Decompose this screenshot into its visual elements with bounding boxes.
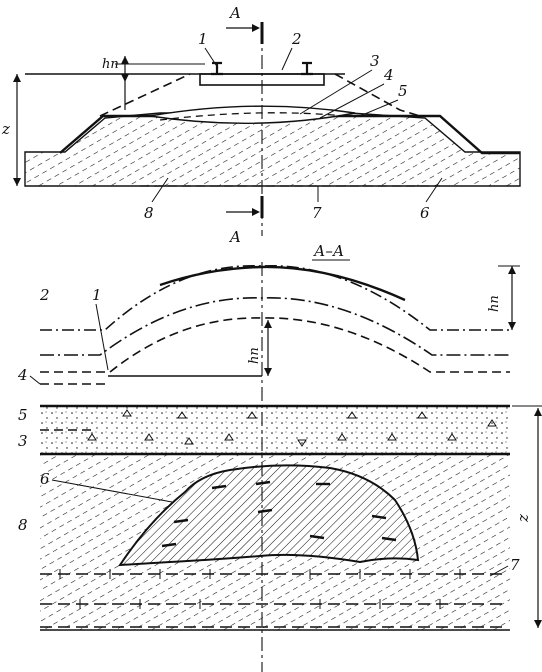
ballast-layer: [40, 406, 510, 454]
leader-1-section: [95, 303, 109, 371]
embankment-outline: [59, 114, 520, 155]
leader-7-section: [489, 565, 509, 577]
callout-8-section: 8: [18, 516, 28, 534]
callout-6-section: 6: [40, 470, 50, 488]
arch-inner-dashed: [40, 317, 510, 373]
heave-lens: [149, 105, 356, 125]
z-arrow-up-bottom: [534, 408, 542, 416]
section-arrowhead-top: [252, 24, 260, 32]
ballast-triangles: [87, 409, 497, 447]
callout-8-top: 8: [144, 204, 154, 222]
arch-middle-dashdot: [40, 297, 510, 356]
leader-2-top: [281, 47, 293, 71]
rail-right: [301, 61, 313, 76]
leader-8-top: [151, 177, 169, 203]
hn-right-arrow-up: [508, 266, 516, 274]
arch-outer-solid: [159, 265, 406, 302]
callout-7-section: 7: [510, 556, 520, 574]
frost-lens-hatch: [120, 465, 418, 565]
embankment-longitudinal-section: hп z A A 1 2 3 4 5 6 7 8: [1, 4, 521, 246]
frost-lines: [40, 573, 505, 628]
hn-center-arrow-down: [264, 368, 272, 376]
hn-center-arrow-up: [264, 320, 272, 328]
hn-label-center: hп: [247, 347, 262, 364]
callout-2-section: 2: [39, 286, 50, 304]
callout-1-section: 1: [92, 286, 102, 304]
callout-3-section: 3: [18, 432, 28, 450]
callout-5-section: 5: [18, 406, 28, 424]
hn-label-top: hп: [102, 57, 119, 72]
section-arrowhead-bottom: [252, 208, 260, 216]
arch-outer-dashdot: [40, 264, 510, 331]
leader-4-top: [319, 83, 385, 119]
callout-7-top: 7: [312, 204, 322, 222]
frost-ticks: [59, 569, 461, 609]
leader-1-top: [204, 47, 219, 69]
section-title: А–А: [313, 242, 344, 260]
section-letter-top: A: [228, 4, 241, 22]
hn-arrow-up: [121, 56, 129, 64]
callout-4-top: 4: [383, 66, 394, 84]
callout-5-top: 5: [398, 82, 408, 100]
leader-4-section: [29, 375, 41, 385]
leader-3-top: [299, 69, 373, 115]
callout-6-top: 6: [420, 204, 430, 222]
hn-label-right: hп: [487, 295, 502, 312]
cross-section-a-a: А–А hп hп: [17, 242, 542, 672]
z-label-top: z: [1, 120, 10, 138]
callout-3-top: 3: [370, 52, 380, 70]
frost-lens-ice-strokes: [161, 480, 397, 548]
lens-dashed-line: [159, 112, 346, 121]
dashed-slope-left: [99, 73, 191, 117]
embankment-body: [24, 112, 521, 187]
z-arrow-up-top: [13, 74, 21, 82]
section-letter-bottom: A: [228, 228, 241, 246]
hn-arrow-down: [121, 74, 129, 82]
callout-1-top: 1: [198, 30, 208, 48]
z-arrow-down-bottom: [534, 620, 542, 628]
leader-6-section: [51, 479, 173, 503]
callout-2-top: 2: [291, 30, 302, 48]
callout-4-section: 4: [17, 366, 28, 384]
hn-right-arrow-down: [508, 322, 516, 330]
leader-6-top: [425, 177, 443, 203]
z-label-bottom: z: [514, 514, 532, 523]
leader-5-top: [359, 99, 399, 117]
dashed-slope-right: [334, 73, 421, 117]
z-arrow-down-top: [13, 178, 21, 186]
rail-left: [211, 61, 223, 76]
